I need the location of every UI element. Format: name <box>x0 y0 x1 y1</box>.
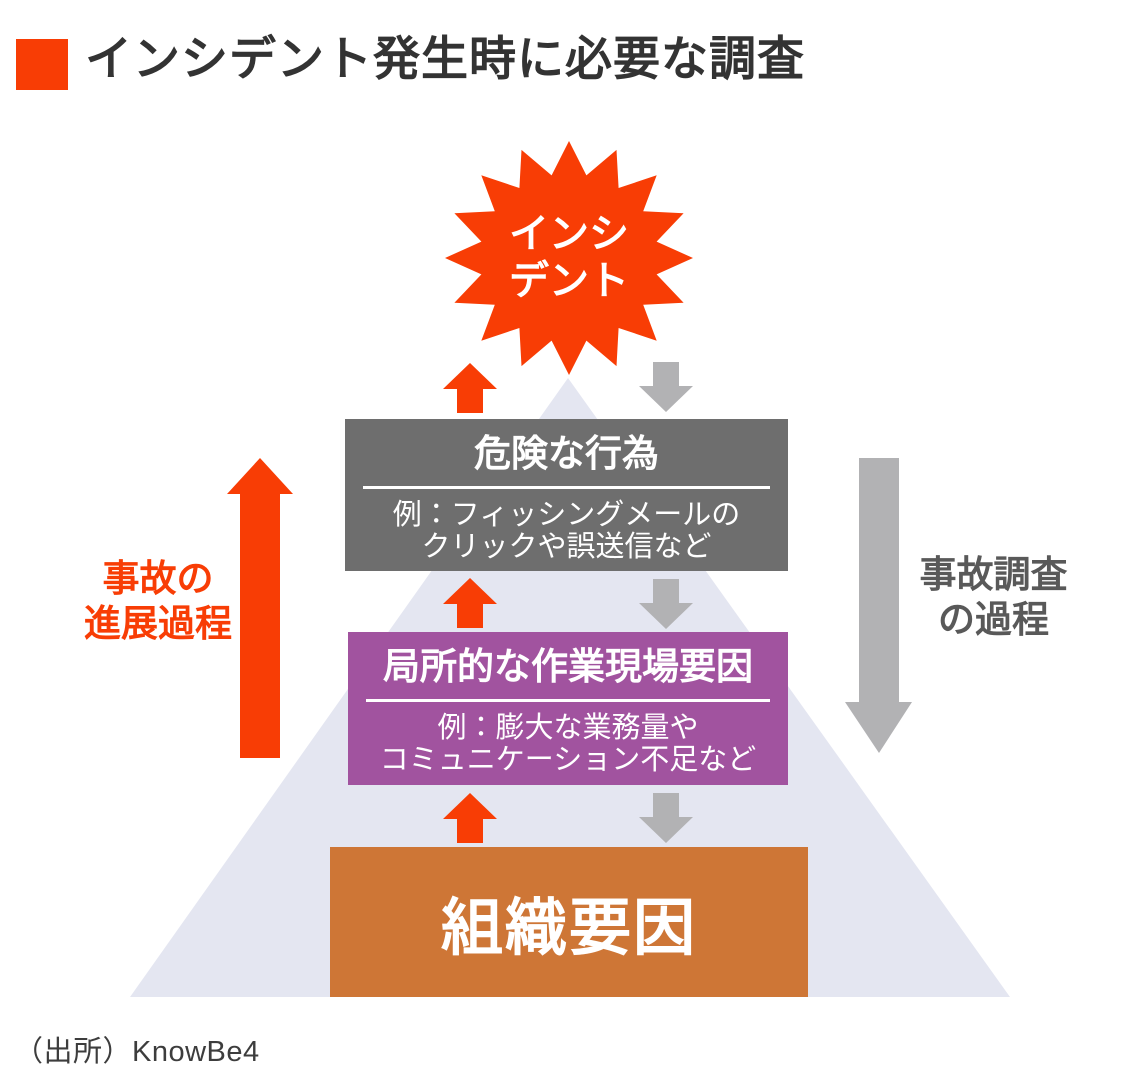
right-label-line1: 事故調査 <box>919 554 1068 595</box>
source-credit: （出所）KnowBe4 <box>14 1036 260 1068</box>
level-example: 例：フィッシングメールの クリックや誤送信など <box>393 489 740 564</box>
example-line2: クリックや誤送信など <box>421 531 712 564</box>
level-title: 組織要因 <box>440 894 697 963</box>
divider-line <box>362 486 771 489</box>
incident-burst: インシ デント <box>445 140 693 376</box>
title-bullet-icon <box>16 39 68 90</box>
level-example: 例：膨大な業務量や コミュニケーション不足など <box>380 702 756 777</box>
up-arrow-icon <box>443 793 497 843</box>
progression-up-arrow-icon <box>227 458 293 758</box>
left-flow-label: 事故の 進展過程 <box>48 556 268 646</box>
down-arrow-icon <box>639 793 693 843</box>
right-flow-label: 事故調査 の過程 <box>896 552 1091 642</box>
example-line1: 例：フィッシングメールの <box>392 499 741 531</box>
left-label-line1: 事故の <box>102 558 214 599</box>
example-line2: コミュニケーション不足など <box>379 744 757 777</box>
example-line1: 例：膨大な業務量や <box>437 712 699 744</box>
down-arrow-icon <box>639 579 693 629</box>
up-arrow-icon <box>443 363 497 413</box>
level-local-workplace-factors: 局所的な作業現場要因 例：膨大な業務量や コミュニケーション不足など <box>348 632 788 785</box>
divider-line <box>365 699 771 702</box>
level-title: 危険な行為 <box>474 433 659 474</box>
right-label-line2: の過程 <box>938 599 1049 641</box>
starburst-icon <box>445 141 693 375</box>
level-dangerous-behavior: 危険な行為 例：フィッシングメールの クリックや誤送信など <box>345 419 788 571</box>
left-label-line2: 進展過程 <box>84 603 232 645</box>
level-organizational-factors: 組織要因 <box>330 847 808 997</box>
investigation-down-arrow-icon <box>845 458 912 753</box>
incident-burst-label: インシ デント <box>445 140 693 376</box>
page-title: インシデント発生時に必要な調査 <box>85 32 805 85</box>
level-title: 局所的な作業現場要因 <box>383 646 753 687</box>
up-arrow-icon <box>443 578 497 628</box>
down-arrow-icon <box>639 362 693 412</box>
burst-label-line2: デント <box>509 259 629 303</box>
burst-label-line1: インシ <box>509 211 629 256</box>
